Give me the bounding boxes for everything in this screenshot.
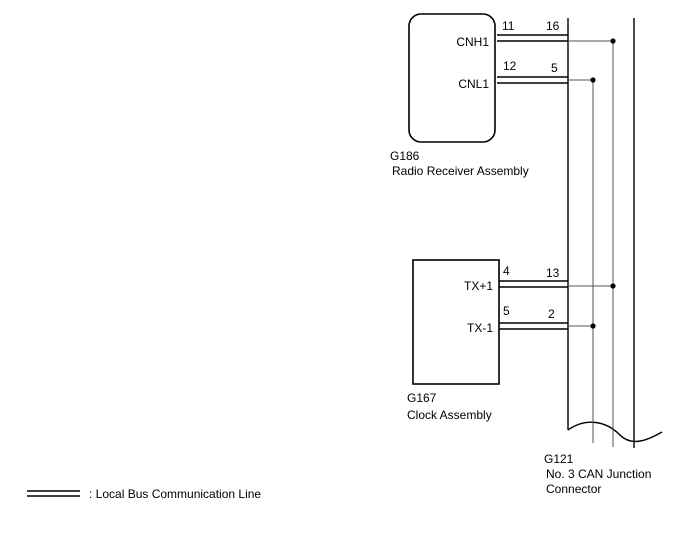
clock-name: Clock Assembly (407, 408, 492, 422)
junction-pin-5: 5 (551, 61, 558, 75)
legend-text: : Local Bus Communication Line (89, 487, 261, 501)
pin-number-5: 5 (503, 304, 510, 318)
pin-label-cnh1: CNH1 (456, 35, 489, 49)
wire-tx-plus-1 (499, 280, 613, 288)
pin-label-tx-minus-1: TX-1 (467, 321, 493, 335)
legend: : Local Bus Communication Line (27, 487, 261, 501)
junction-name-line1: No. 3 CAN Junction (546, 467, 651, 481)
pin-number-12: 12 (503, 59, 517, 73)
junction-pin-16: 16 (546, 19, 560, 33)
radio-receiver-name: Radio Receiver Assembly (392, 164, 529, 178)
pin-label-cnl1: CNL1 (458, 77, 489, 91)
pin-number-11: 11 (502, 19, 515, 33)
wire-cnl1 (497, 76, 593, 84)
splice-dot (590, 77, 596, 83)
clock-box (412, 259, 500, 385)
radio-receiver-box (408, 13, 496, 143)
splice-dot (610, 38, 616, 44)
clock-code: G167 (407, 391, 437, 405)
radio-receiver-code: G186 (390, 149, 420, 163)
pin-label-tx-plus-1: TX+1 (464, 279, 493, 293)
junction-pin-13: 13 (546, 266, 560, 280)
pin-number-4: 4 (503, 264, 510, 278)
wire-tx-minus-1 (499, 322, 593, 330)
splice-dot (590, 323, 596, 329)
wire-cnh1 (497, 34, 613, 42)
junction-code: G121 (544, 452, 574, 466)
junction-break-line (567, 421, 663, 443)
junction-name-line2: Connector (546, 482, 601, 496)
junction-connector (567, 18, 663, 448)
junction-pin-2: 2 (548, 307, 555, 321)
splice-dot (610, 283, 616, 289)
